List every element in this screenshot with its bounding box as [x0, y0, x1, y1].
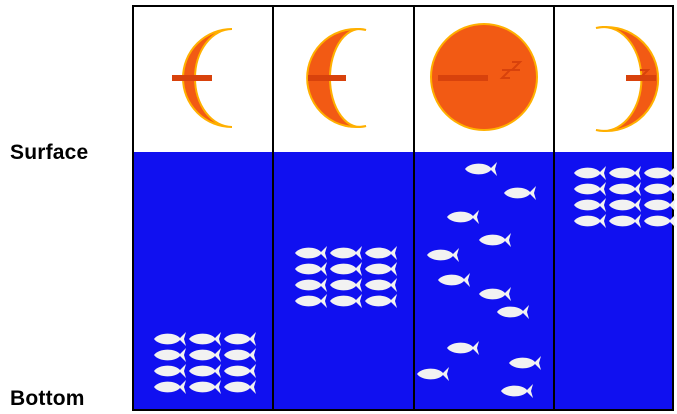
sky-band — [133, 6, 673, 152]
moon-icon — [431, 24, 537, 130]
